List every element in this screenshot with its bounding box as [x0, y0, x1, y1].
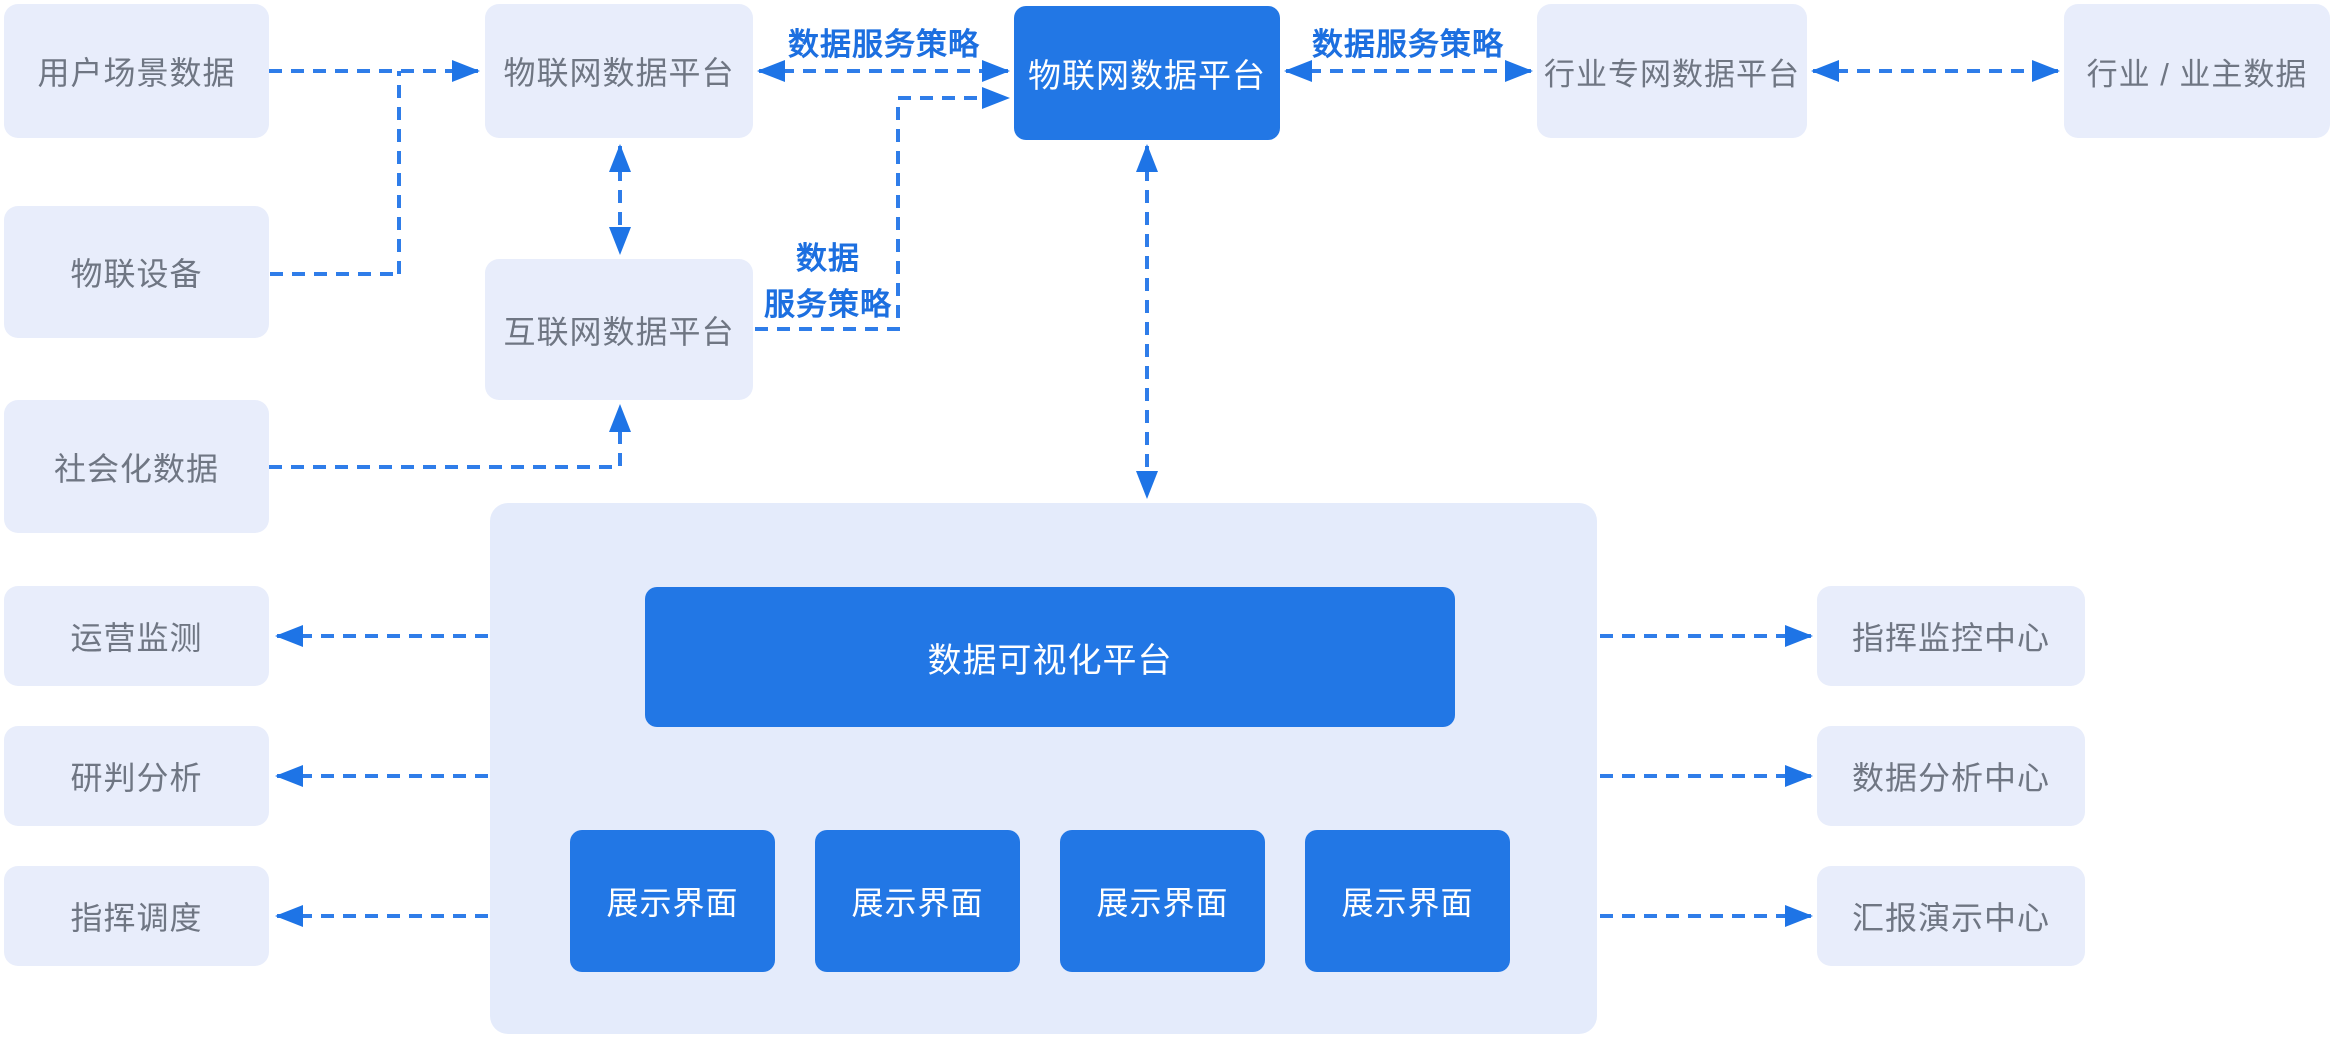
node-judgment-analysis: 研判分析 — [4, 726, 269, 826]
node-command-monitoring-center: 指挥监控中心 — [1817, 586, 2085, 686]
node-internet-data-platform: 互联网数据平台 — [485, 259, 753, 400]
node-report-presentation-center: 汇报演示中心 — [1817, 866, 2085, 966]
node-display-panel-4: 展示界面 — [1305, 830, 1510, 972]
label-data-service-policy-left: 数据服务策略 — [788, 27, 980, 62]
node-user-scene-data: 用户场景数据 — [4, 4, 269, 138]
node-command-dispatch: 指挥调度 — [4, 866, 269, 966]
label-data-service-policy-right: 数据服务策略 — [1312, 27, 1504, 62]
node-industry-private-network-platform: 行业专网数据平台 — [1537, 4, 1807, 138]
node-display-panel-1: 展示界面 — [570, 830, 775, 972]
label-data-service-policy-mid-line1: 数据 — [796, 241, 860, 276]
label-data-service-policy-mid: 数据 服务策略 — [743, 236, 913, 328]
node-visualization-platform: 数据可视化平台 — [645, 587, 1455, 727]
node-display-panel-3: 展示界面 — [1060, 830, 1265, 972]
node-display-panel-2: 展示界面 — [815, 830, 1020, 972]
edge-social-data-to-internet-platform — [269, 404, 631, 469]
label-data-service-policy-mid-line2: 服务策略 — [764, 287, 892, 322]
node-data-analysis-center: 数据分析中心 — [1817, 726, 2085, 826]
node-ops-monitoring: 运营监测 — [4, 586, 269, 686]
node-iot-device: 物联设备 — [4, 206, 269, 338]
node-social-data: 社会化数据 — [4, 400, 269, 533]
edge-internet-platform-to-center-elbow — [755, 87, 1010, 331]
node-industry-owner-data: 行业 / 业主数据 — [2064, 4, 2330, 138]
node-iot-data-platform-left: 物联网数据平台 — [485, 4, 753, 138]
node-iot-data-platform-center: 物联网数据平台 — [1014, 6, 1280, 140]
